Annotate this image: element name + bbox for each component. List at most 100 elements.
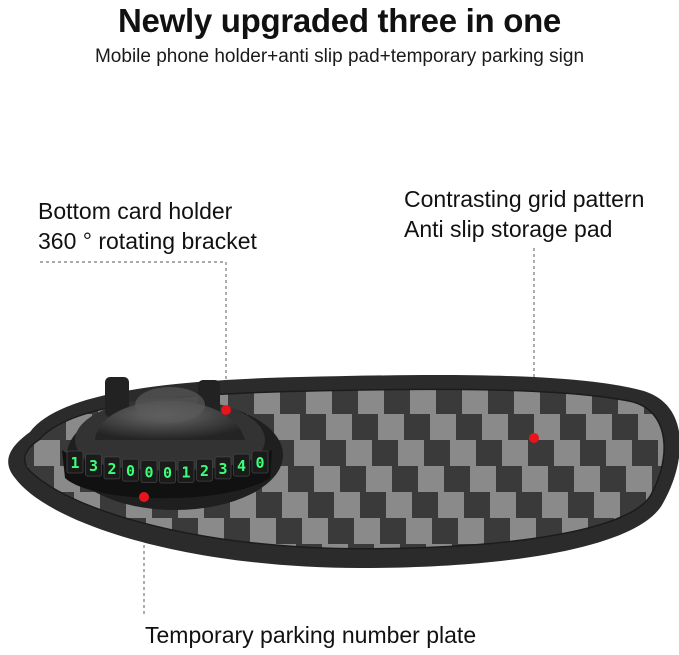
checker-square [606, 440, 632, 466]
checker-square [522, 466, 548, 492]
checker-square [360, 492, 386, 518]
checker-square [462, 390, 488, 414]
plate-digit: 2 [200, 462, 209, 480]
checker-square [586, 414, 612, 440]
checker-square [670, 388, 679, 414]
checker-square [25, 390, 46, 414]
checker-square [25, 518, 42, 544]
checker-square [366, 466, 392, 492]
checker-square [348, 544, 374, 548]
checker-square [482, 414, 508, 440]
checker-square [600, 466, 626, 492]
plate-digit-box [159, 460, 176, 484]
checker-square [250, 518, 276, 544]
checker-square [496, 466, 522, 492]
checker-square [404, 414, 430, 440]
checker-square [456, 414, 482, 440]
checker-square [288, 466, 314, 492]
checker-square [280, 390, 306, 414]
checker-square [88, 544, 114, 548]
checker-square [0, 492, 22, 518]
plate-digit-box [196, 458, 213, 482]
checker-square [282, 492, 308, 518]
checker-square [612, 414, 638, 440]
checker-square [0, 518, 16, 544]
plate-digit: 0 [144, 464, 153, 482]
checker-square [436, 390, 462, 414]
checker-square [62, 544, 88, 548]
checker-square [488, 390, 514, 414]
checker-square [484, 518, 510, 544]
checker-square [392, 466, 418, 492]
checker-square [314, 466, 340, 492]
callout-card-holder-line1: Bottom card holder [38, 198, 233, 224]
page-title: Newly upgraded three in one [118, 2, 561, 39]
callout-number-plate-line1: Temporary parking number plate [145, 622, 477, 648]
checker-square [354, 518, 380, 544]
checker-square [320, 440, 346, 466]
checker-square [25, 544, 36, 548]
plate-digit-box [85, 453, 102, 477]
plate-digit-box [140, 460, 158, 483]
checker-square [296, 544, 322, 548]
plate-digit: 0 [255, 454, 264, 472]
checker-square [502, 440, 528, 466]
plate-digit: 1 [181, 464, 190, 482]
checker-square [256, 492, 282, 518]
plate-digit-box [103, 456, 121, 480]
checker-square [400, 544, 426, 548]
holder-clip-left [105, 377, 129, 417]
checker-square [574, 466, 600, 492]
checker-square [542, 492, 568, 518]
checker-square [406, 518, 432, 544]
checker-square [326, 414, 352, 440]
checker-square [294, 440, 320, 466]
dome-highlight [135, 387, 205, 423]
checker-square [114, 544, 140, 548]
checker-square [438, 492, 464, 518]
callout-grid-pattern-line2: Anti slip storage pad [404, 216, 613, 242]
checker-square [458, 518, 484, 544]
checker-square [432, 518, 458, 544]
checker-square [424, 440, 450, 466]
checker-square [322, 544, 348, 548]
checker-square [386, 492, 412, 518]
checker-square [302, 518, 328, 544]
checker-square [580, 440, 606, 466]
checker-square [378, 414, 404, 440]
checker-square [334, 492, 360, 518]
checker-square [476, 440, 502, 466]
callout-number-plate: Temporary parking number plate [145, 620, 476, 650]
checker-square [594, 492, 620, 518]
plate-digit-box [233, 453, 250, 477]
checker-square [306, 390, 332, 414]
checker-square [444, 466, 470, 492]
checker-square [384, 390, 410, 414]
checker-square [340, 466, 366, 492]
checker-square [568, 492, 594, 518]
checker-square [418, 466, 444, 492]
plate-digit-box [66, 450, 84, 474]
plate-digit: 4 [237, 457, 246, 475]
checker-square [582, 544, 608, 548]
checker-square [566, 390, 592, 414]
checker-square [358, 390, 384, 414]
checker-square [410, 390, 436, 414]
checker-square [608, 544, 634, 548]
checker-square [560, 414, 586, 440]
plate-digit-box [122, 458, 139, 482]
checker-square [42, 518, 68, 544]
checker-square [254, 390, 280, 414]
checker-square [352, 414, 378, 440]
callout-card-holder-line2: 360 ° rotating bracket [38, 228, 257, 254]
checker-square [554, 440, 580, 466]
checker-square [34, 440, 60, 466]
checker-square [228, 390, 254, 414]
page-subtitle: Mobile phone holder+anti slip pad+tempor… [94, 46, 585, 67]
checker-square [0, 544, 10, 570]
plate-digit: 0 [163, 464, 172, 482]
plate-digit-box [214, 456, 232, 480]
marker-dot-plate [139, 492, 149, 502]
checker-square [516, 492, 542, 518]
